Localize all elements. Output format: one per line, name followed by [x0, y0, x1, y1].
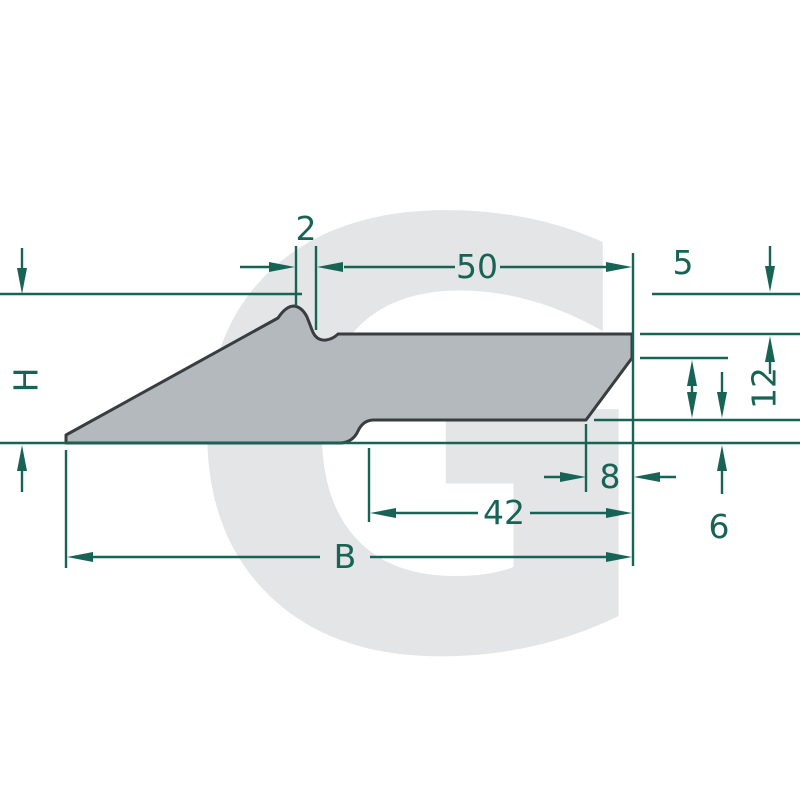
dim-5-label: 5	[673, 243, 694, 282]
dim-50-label: 50	[456, 247, 498, 286]
dim-H-label: H	[7, 368, 46, 393]
dim-6-arrowhead-up	[717, 445, 727, 471]
dim-12-arrowhead-up	[687, 360, 697, 386]
dim-42-arrowhead-left	[370, 508, 396, 518]
dim-8-arrowhead-right	[560, 472, 586, 482]
dim-H-arrowhead-up	[17, 445, 27, 471]
dim-50-arrowhead-right	[606, 262, 632, 272]
dim-2-arrowhead	[269, 262, 295, 272]
dim-5-arrowhead-up	[765, 336, 775, 362]
dim-12-label: 12	[745, 367, 784, 409]
dim-H-arrowhead-down	[17, 268, 27, 294]
dim-2-label: 2	[296, 209, 317, 248]
blade-profile-shape	[64, 304, 634, 445]
dim-5-arrowhead-down	[765, 266, 775, 292]
dim-8-arrowhead-left	[634, 472, 660, 482]
dim-42-label: 42	[483, 493, 525, 532]
dim-42-arrowhead-right	[606, 508, 632, 518]
dim-B-arrowhead-left	[67, 552, 93, 562]
dim-8-label: 8	[600, 457, 621, 496]
dim-6-arrowhead-down	[717, 392, 727, 418]
dim-12-arrowhead-down	[687, 392, 697, 418]
dim-B-arrowhead-right	[606, 552, 632, 562]
dim-6-label: 6	[709, 507, 730, 546]
dim-50-arrowhead-left	[317, 262, 343, 272]
dim-B-label: B	[334, 537, 357, 576]
